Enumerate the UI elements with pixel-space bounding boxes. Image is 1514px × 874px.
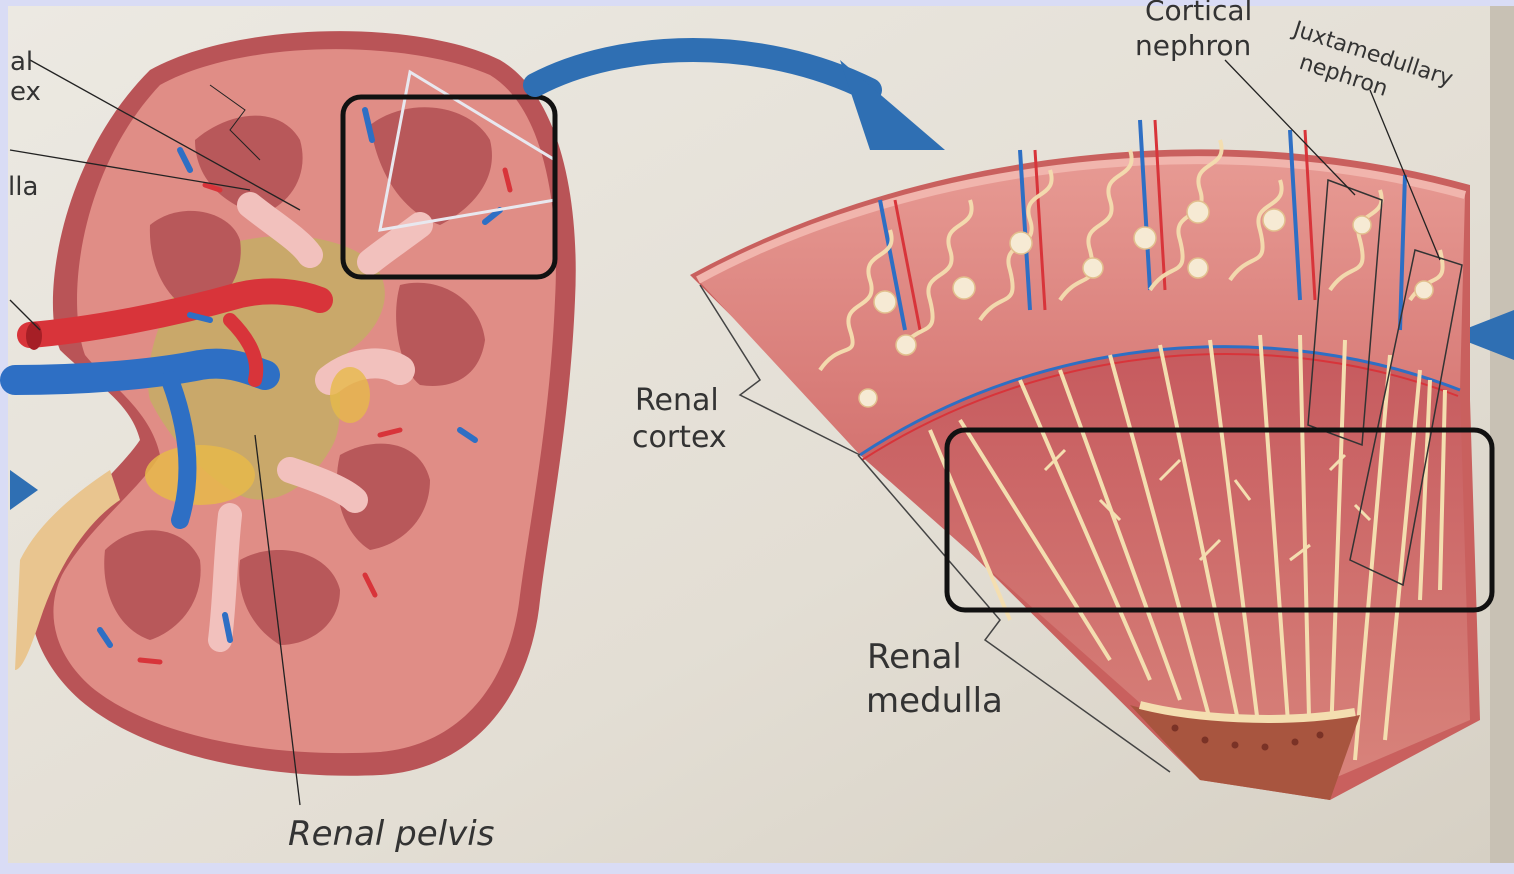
label-cortical-nephron-line1: Cortical xyxy=(1145,0,1252,27)
label-renal-medulla-line2: medulla xyxy=(866,681,1003,721)
renal-vein xyxy=(15,364,265,380)
label-renal-medulla-line1: Renal xyxy=(867,637,962,677)
label-medulla-partial: lla xyxy=(8,172,38,202)
label-cortex-partial-a: al xyxy=(10,47,33,77)
label-renal-pelvis: Renal pelvis xyxy=(288,814,494,854)
label-cortex-partial-b: ex xyxy=(10,77,41,107)
label-cortical-nephron-line2: nephron xyxy=(1135,29,1251,62)
label-renal-cortex-line1: Renal xyxy=(635,383,719,418)
label-renal-cortex-line2: cortex xyxy=(632,420,727,455)
